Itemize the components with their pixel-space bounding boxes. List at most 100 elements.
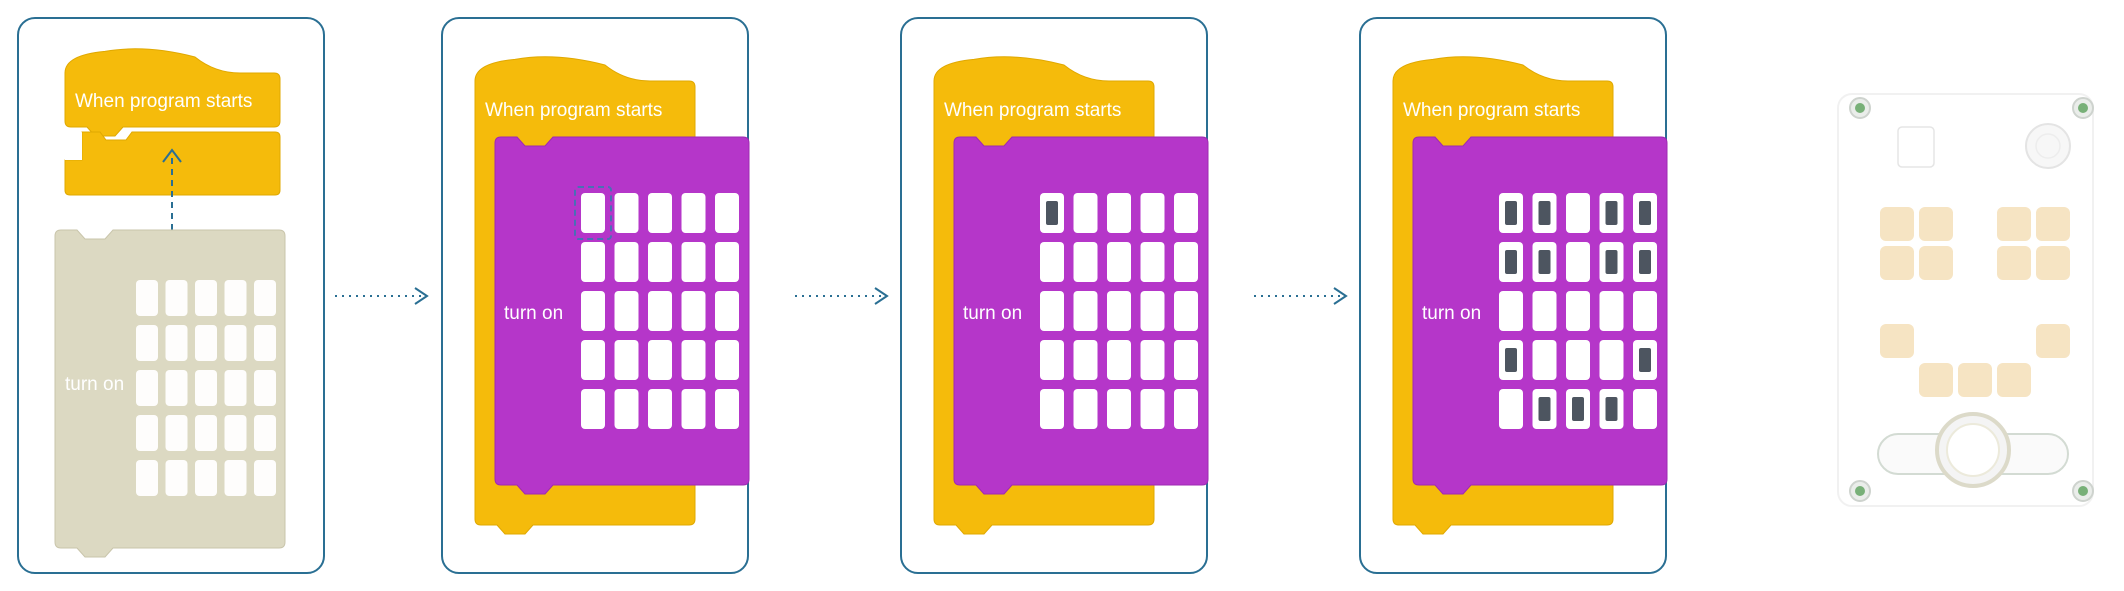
step-2-cell-r3-c1[interactable] [581, 291, 605, 331]
step-2-cell-r1-c4[interactable] [681, 193, 706, 233]
step-1-cell-r1-c2 [165, 280, 188, 316]
step-1-cell-r3-c3 [195, 370, 217, 406]
step-4-led-on-r4-c1 [1505, 348, 1517, 372]
step-2-cell-r2-c3[interactable] [648, 242, 672, 282]
step-4-cell-r3-c3[interactable] [1566, 291, 1590, 331]
step-2-cell-r5-c1[interactable] [581, 389, 605, 429]
step-3-cell-r3-c2[interactable] [1073, 291, 1098, 331]
step-3-cell-r4-c4[interactable] [1140, 340, 1165, 380]
step-1-cell-r4-c5 [254, 415, 276, 451]
step-3-cell-r1-c5[interactable] [1174, 193, 1198, 233]
step-2-cell-r3-c5[interactable] [715, 291, 739, 331]
step-2-cell-r2-c5[interactable] [715, 242, 739, 282]
step-2-cell-r4-c3[interactable] [648, 340, 672, 380]
hub-led-r5-c4 [1997, 363, 2031, 397]
step-1-hat-label: When program starts [75, 91, 252, 112]
step-2-cell-r3-c3[interactable] [648, 291, 672, 331]
step-3-cell-r1-c3[interactable] [1107, 193, 1131, 233]
step-3-cell-r2-c2[interactable] [1073, 242, 1098, 282]
step-4-cell-r1-c3[interactable] [1566, 193, 1590, 233]
step-3-cell-r5-c4[interactable] [1140, 389, 1165, 429]
port-icon [1897, 126, 1935, 168]
step-1-hat-gap [65, 132, 82, 160]
step-3-cell-r4-c2[interactable] [1073, 340, 1098, 380]
step-4-cell-r2-c3[interactable] [1566, 242, 1590, 282]
hub-led-r2-c4 [1997, 246, 2031, 280]
step-2-cell-r5-c4[interactable] [681, 389, 706, 429]
step-2-cell-r4-c2[interactable] [614, 340, 639, 380]
step-4-cell-r5-c5[interactable] [1633, 389, 1657, 429]
step-1-cell-r2-c5 [254, 325, 276, 361]
step-4-cell-r3-c4[interactable] [1599, 291, 1624, 331]
step-2-cell-r5-c2[interactable] [614, 389, 639, 429]
step-4-cell-r5-c1[interactable] [1499, 389, 1523, 429]
flow-arrow-2 [795, 287, 889, 305]
step-3-cell-r3-c4[interactable] [1140, 291, 1165, 331]
step-4-cell-r4-c4[interactable] [1599, 340, 1624, 380]
step-1-cell-r3-c4 [224, 370, 247, 406]
step-3-cell-r1-c4[interactable] [1140, 193, 1165, 233]
step-3-led-on-r1-c1 [1046, 201, 1058, 225]
step-4-cell-r3-c5[interactable] [1633, 291, 1657, 331]
step-2-cell-r1-c3[interactable] [648, 193, 672, 233]
screw-center-icon [2078, 486, 2088, 496]
step-3-cell-r3-c1[interactable] [1040, 291, 1064, 331]
step-4-cell-r3-c1[interactable] [1499, 291, 1523, 331]
screw-center-icon [1855, 486, 1865, 496]
step-2-cell-r2-c1[interactable] [581, 242, 605, 282]
step-3-cell-r4-c1[interactable] [1040, 340, 1064, 380]
step-1-cell-r5-c2 [165, 460, 188, 496]
step-3-cell-r3-c3[interactable] [1107, 291, 1131, 331]
hub-led-r4-c1 [1880, 324, 1914, 358]
step-3-cell-r1-c2[interactable] [1073, 193, 1098, 233]
step-2-cell-r3-c4[interactable] [681, 291, 706, 331]
step-3-cell-r5-c2[interactable] [1073, 389, 1098, 429]
bluetooth-button-icon [2025, 123, 2071, 169]
step-2-cell-r4-c5[interactable] [715, 340, 739, 380]
step-4-cell-r3-c2[interactable] [1532, 291, 1557, 331]
step-2-selected-cell-outline [574, 186, 612, 240]
step-2-cell-r1-c2[interactable] [614, 193, 639, 233]
step-2-block-label: turn on [504, 303, 563, 324]
hub-center-button-inner [1946, 423, 2000, 477]
step-1-cell-r1-c5 [254, 280, 276, 316]
step-2-cell-r1-c5[interactable] [715, 193, 739, 233]
step-3-cell-r3-c5[interactable] [1174, 291, 1198, 331]
hub-led-r2-c1 [1880, 246, 1914, 280]
step-2-cell-r2-c2[interactable] [614, 242, 639, 282]
step-4-led-on-r1-c1 [1505, 201, 1517, 225]
step-3-cell-r4-c3[interactable] [1107, 340, 1131, 380]
hub-body [1837, 93, 2094, 507]
step-1-hat-block[interactable] [64, 48, 281, 137]
step-3-cell-r5-c3[interactable] [1107, 389, 1131, 429]
hub-led-r4-c5 [2036, 324, 2070, 358]
step-3-cell-r4-c5[interactable] [1174, 340, 1198, 380]
step-3-cell-r2-c5[interactable] [1174, 242, 1198, 282]
step-3-cell-r5-c5[interactable] [1174, 389, 1198, 429]
step-2-cell-r4-c4[interactable] [681, 340, 706, 380]
step-2-cell-r1-c1[interactable] [581, 193, 605, 233]
step-2-cell-r2-c4[interactable] [681, 242, 706, 282]
step-1-cell-r2-c2 [165, 325, 188, 361]
step-3-cell-r2-c4[interactable] [1140, 242, 1165, 282]
step-4-cell-r4-c3[interactable] [1566, 340, 1590, 380]
step-3-cell-r2-c3[interactable] [1107, 242, 1131, 282]
flow-arrow-3 [1254, 287, 1348, 305]
step-2-cell-r5-c5[interactable] [715, 389, 739, 429]
step-1-cell-r1-c4 [224, 280, 247, 316]
hub-led-r1-c1 [1880, 207, 1914, 241]
step-2-cell-r3-c2[interactable] [614, 291, 639, 331]
step-1-cell-r4-c4 [224, 415, 247, 451]
step-1-cell-r5-c3 [195, 460, 217, 496]
step-1-cell-r4-c3 [195, 415, 217, 451]
step-1-attach-arrowhead [162, 148, 182, 163]
step-2-cell-r4-c1[interactable] [581, 340, 605, 380]
step-4-led-on-r1-c5 [1639, 201, 1651, 225]
step-2-cell-r5-c3[interactable] [648, 389, 672, 429]
step-4-cell-r4-c2[interactable] [1532, 340, 1557, 380]
step-3-cell-r5-c1[interactable] [1040, 389, 1064, 429]
step-4-block-label: turn on [1422, 303, 1481, 324]
step-3-cell-r2-c1[interactable] [1040, 242, 1064, 282]
